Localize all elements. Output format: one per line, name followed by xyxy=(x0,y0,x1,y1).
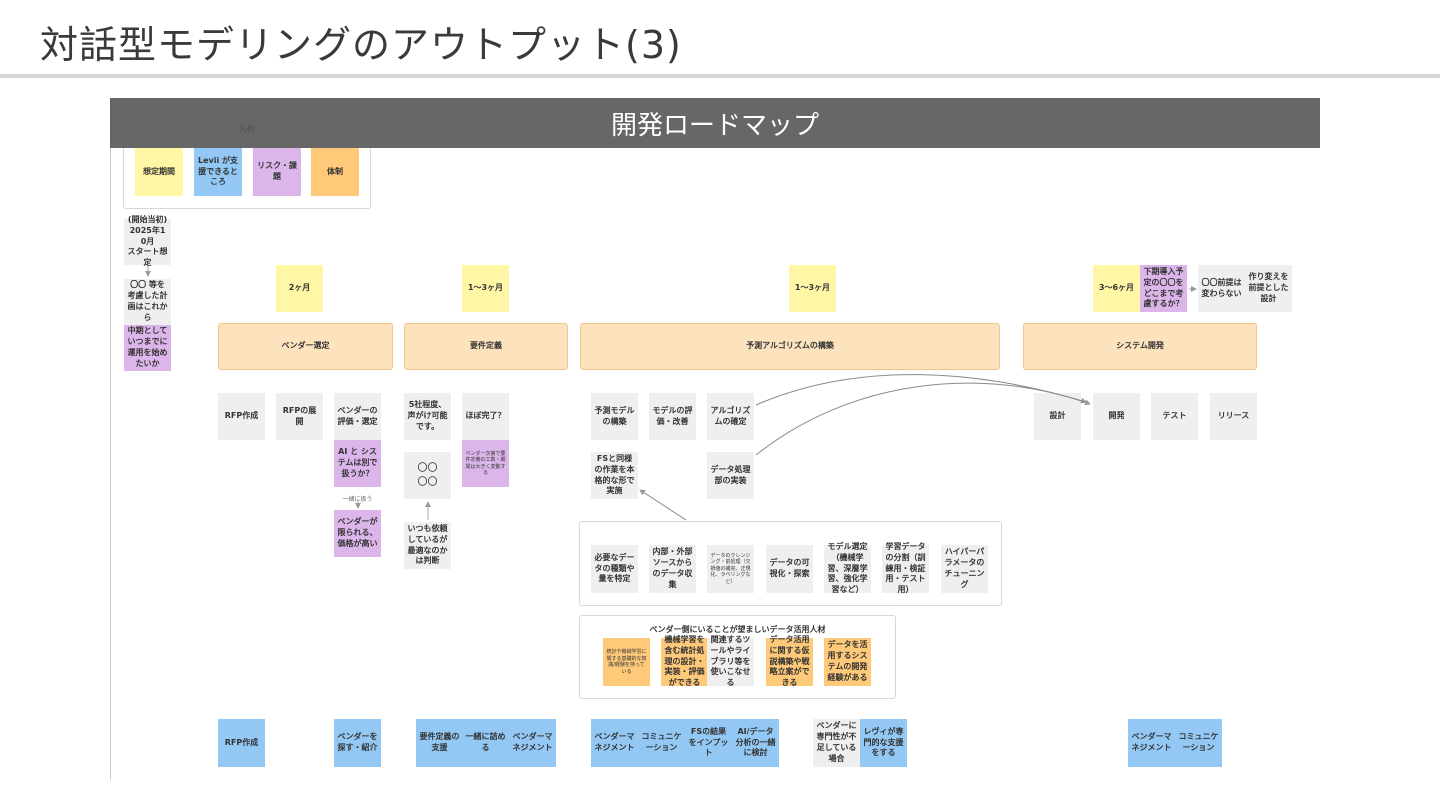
duration-algorithm: 1～3ヶ月 xyxy=(789,265,836,312)
support-together: 一緒に詰める xyxy=(462,719,509,767)
support-lack-expertise: ベンダーに専門性が不足している場合 xyxy=(813,719,860,767)
system-rebuild-note: 作り変えを前提とした設計 xyxy=(1245,265,1292,312)
support-ai-analysis: AI/データ分析の一緒に検討 xyxy=(732,719,779,767)
task-release: リリース xyxy=(1210,393,1257,440)
operation-start-question: 中期としていつまでに運用を始めたいか xyxy=(124,325,171,371)
talent-item: データ活用に関する仮説構築や戦略立案ができる xyxy=(766,635,813,687)
duration-system: 3～6ヶ月 xyxy=(1093,265,1140,312)
support-vendor-intro: ベンダーを探す・紹介 xyxy=(334,719,381,767)
legend-structure: 体制 xyxy=(311,148,359,196)
system-risk-note: 下期導入予定の〇〇をどこまで考慮するか？ xyxy=(1140,265,1187,312)
support-req: 要件定義の支援 xyxy=(416,719,463,767)
support-communication: コミュニケーション xyxy=(1175,719,1222,767)
support-communication: コミュニケーション xyxy=(638,719,685,767)
talent-item: 機械学習を含む統計処理の設計・実装・評価ができる xyxy=(661,635,708,687)
task-test: テスト xyxy=(1151,393,1198,440)
data-step: モデル選定（機械学習、深層学習、強化学習など） xyxy=(824,542,871,594)
talent-item: データを活用するシステムの開発経験がある xyxy=(824,638,871,686)
support-levii-expert: レヴィが専門的な支援をする xyxy=(860,719,907,767)
duration-vendor: 2ヶ月 xyxy=(276,265,323,312)
legend-levii-support: Levii が支援できるところ xyxy=(194,148,242,196)
task-almost-done: ほぼ完了？ xyxy=(462,393,509,440)
support-vendor-mgmt: ベンダーマネジメント xyxy=(591,719,638,767)
task-rfp-create: RFP作成 xyxy=(218,393,265,440)
support-rfp: RFP作成 xyxy=(218,719,265,767)
phase-system-dev[interactable]: システム開発 xyxy=(1023,323,1257,370)
placeholder-circles: 〇〇 〇〇 xyxy=(404,452,451,499)
data-step: ハイパーパラメータのチューニング xyxy=(941,545,988,593)
task-evaluate-model: モデルの評価・改善 xyxy=(649,393,696,440)
roadmap-banner: 開発ロードマップ xyxy=(110,98,1320,148)
task-five-companies: 5社程度、声がけ可能です。 xyxy=(404,393,451,440)
support-vendor-mgmt: ベンダーマネジメント xyxy=(1128,719,1175,767)
support-vendor-mgmt: ベンダーマネジメント xyxy=(509,719,556,767)
task-design: 設計 xyxy=(1034,393,1081,440)
task-always-request: いつも依頼しているが最適なのかは判断 xyxy=(404,522,451,569)
support-fs-input: FSの結果をインプット xyxy=(685,719,732,767)
data-step: 内部・外部ソースからのデータ収集 xyxy=(649,545,696,593)
phase-algorithm[interactable]: 予測アルゴリズムの構築 xyxy=(580,323,1000,370)
task-develop: 開発 xyxy=(1093,393,1140,440)
task-fs-full: FSと同様の作業を本格的な形で実施 xyxy=(591,452,638,499)
talent-item: 統計や機械学習に関する基礎的な知識/経験を持っている xyxy=(603,638,650,686)
title-divider xyxy=(0,74,1440,78)
data-step: 必要なデータの種類や量を特定 xyxy=(591,545,638,593)
task-vendor-evaluate: ベンダーの評価・選定 xyxy=(334,393,381,440)
system-premise-note: 〇〇前提は変わらない xyxy=(1198,265,1245,312)
talent-item: 関連するツールやライブラリ等を使いこなせる xyxy=(707,635,754,687)
data-step: データのクレンジング・前処理（欠損値の補完、正規化、ラベリングなど） xyxy=(707,545,754,593)
task-decide-algorithm: アルゴリズムの確定 xyxy=(707,393,754,440)
slide-title: 対話型モデリングのアウトプット(3) xyxy=(40,23,682,67)
talent-title: ベンダー側にいることが望ましいデータ活用人材 xyxy=(649,625,826,634)
together-label: 一緒に扱う xyxy=(342,496,373,503)
phase-vendor-selection[interactable]: ベンダー選定 xyxy=(218,323,393,370)
task-rfp-deploy: RFPの展開 xyxy=(276,393,323,440)
start-note: (開始当初) 2025年10月 スタート想定 xyxy=(124,215,171,267)
legend-risk: リスク・課題 xyxy=(253,148,301,196)
task-build-model: 予測モデルの構築 xyxy=(591,393,638,440)
risk-ai-system: AI と システムは別で扱うか？ xyxy=(334,440,381,487)
data-step: 学習データの分割（訓練用・検証用・テスト用） xyxy=(882,542,929,594)
phase-requirements[interactable]: 要件定義 xyxy=(404,323,568,370)
plan-note: 〇〇 等を考慮した計画はこれから xyxy=(124,279,171,325)
risk-vendor-limited: ベンダーが限られる、価格が高い xyxy=(334,510,381,557)
risk-vendor-effort: ベンダー次第で要件定義の工数・期間は大きく変動する xyxy=(462,440,509,487)
legend-duration: 想定期間 xyxy=(135,148,183,196)
duration-requirements: 1～3ヶ月 xyxy=(462,265,509,312)
data-step: データの可視化・探索 xyxy=(766,545,813,593)
task-data-impl: データ処理部の実装 xyxy=(707,452,754,499)
